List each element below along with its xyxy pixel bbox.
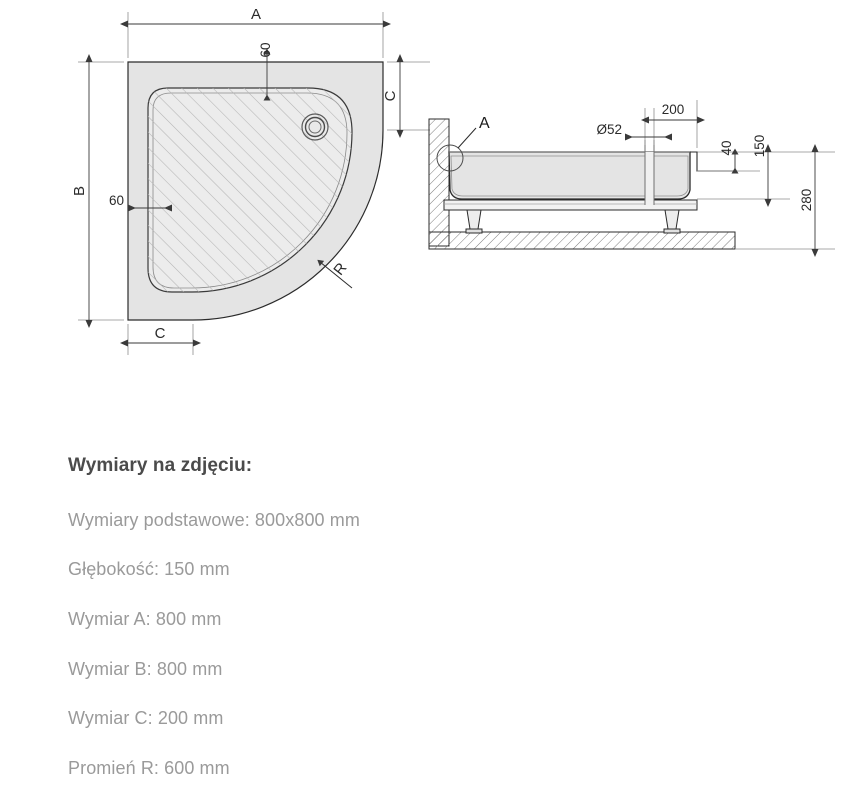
spec-dimension-b: Wymiar B: 800 mm (68, 658, 223, 679)
dimension-c-right: C (382, 54, 404, 138)
drain-pipe (644, 140, 655, 205)
dimension-c-bottom-label: C (155, 325, 166, 342)
dimension-c-bottom: C (120, 325, 201, 347)
dimension-a-label: A (251, 6, 261, 23)
tray-section-inner (450, 155, 689, 197)
basin-hatching (148, 88, 352, 292)
tray-section-body (448, 151, 691, 200)
dimension-c-right-label: C (382, 90, 399, 101)
technical-drawing: A B C C 60 60 R (71, 6, 835, 355)
dimension-a: A (120, 6, 391, 28)
specifications-block: Wymiary na zdjęciu: Wymiary podstawowe: … (68, 455, 768, 807)
dimension-rim-left-label: 60 (109, 193, 124, 208)
dimension-b-label: B (71, 186, 88, 196)
leg-left (465, 209, 483, 234)
spec-dimension-a: Wymiar A: 800 mm (68, 608, 222, 629)
dimension-rim-left: 60 (109, 193, 172, 212)
dimension-rim-top-label: 60 (258, 42, 273, 57)
dimension-drain-diameter-label: Ø52 (596, 122, 622, 137)
drain-icon (301, 113, 329, 141)
spec-base-dimensions: Wymiary podstawowe: 800x800 mm (68, 509, 360, 530)
wall (428, 118, 450, 247)
support-frame (443, 199, 698, 211)
specifications-title: Wymiary na zdjęciu: (68, 455, 253, 476)
dimension-tray-depth: 150 (752, 135, 772, 207)
section-view: A Ø52 200 40 150 (428, 100, 835, 257)
dimension-total-height: 280 (799, 144, 819, 257)
floor (428, 231, 736, 250)
dimension-drain-diameter: Ø52 (596, 122, 672, 141)
spec-depth: Głębokość: 150 mm (68, 559, 230, 580)
dimension-drain-offset-label: 200 (662, 102, 685, 117)
dimension-rim-thickness-label: 40 (719, 140, 734, 155)
dimension-b: B (71, 54, 93, 328)
spec-radius-r: Promień R: 600 mm (68, 757, 230, 778)
spec-dimension-c: Wymiar C: 200 mm (68, 708, 224, 729)
dimension-tray-depth-label: 150 (752, 135, 767, 158)
dimension-drain-offset: 200 (641, 102, 705, 124)
dimension-radius-label: R (330, 260, 350, 279)
plan-view: A B C C 60 60 R (71, 6, 430, 355)
dimension-total-height-label: 280 (799, 189, 814, 212)
drawing-canvas: A B C C 60 60 R (71, 6, 835, 355)
detail-marker-a: A (436, 115, 490, 172)
leg-right (663, 209, 681, 234)
dimension-rim-top: 60 (258, 42, 273, 101)
dimension-rim-thickness: 40 (719, 140, 739, 174)
detail-marker-a-label: A (479, 115, 490, 132)
